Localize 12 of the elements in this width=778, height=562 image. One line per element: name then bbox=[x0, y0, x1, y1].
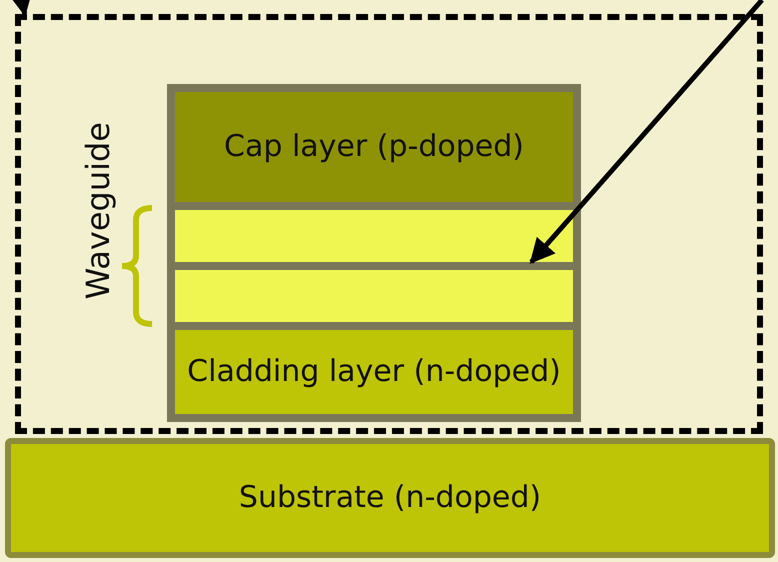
waveguide-layer bbox=[167, 270, 581, 322]
layer-label: Cladding layer (n-doped) bbox=[187, 353, 561, 391]
arrow bbox=[529, 0, 764, 264]
active-layer bbox=[167, 262, 581, 270]
layer-label: Substrate (n-doped) bbox=[238, 479, 542, 517]
substrate-layer bbox=[5, 438, 775, 558]
cap-layer bbox=[167, 84, 581, 210]
cladding-layer bbox=[167, 322, 581, 422]
bracket-label: Waveguide bbox=[78, 122, 118, 300]
dashed-outline bbox=[15, 14, 763, 434]
layer-label: Cap layer (p-doped) bbox=[224, 128, 524, 166]
waveguide-layer bbox=[167, 210, 581, 262]
